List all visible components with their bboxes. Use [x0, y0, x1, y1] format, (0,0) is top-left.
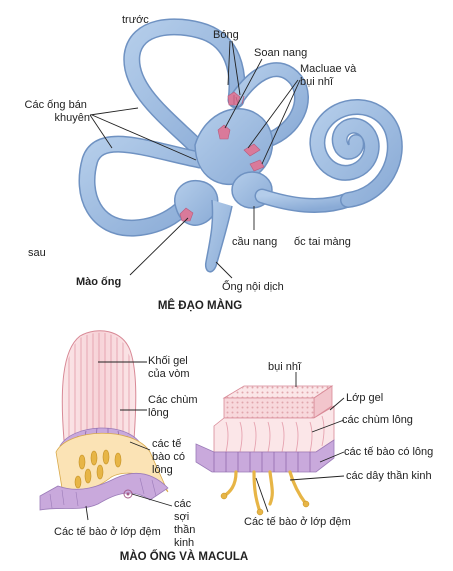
macula-labels: bụi nhĩ Lớp gel các chùm lông các tế bào…	[244, 361, 433, 528]
crista-label-fibers-line1: các	[174, 498, 192, 510]
label-ampulla: Bóng	[213, 29, 239, 41]
macula-label-nerves: các dây thần kinh	[346, 470, 432, 482]
label-canals: Các ống bán khuyên	[25, 99, 90, 124]
crista-label-fibers-line3: thần	[174, 524, 195, 536]
crista-label-fibers-line4: kinh	[174, 537, 194, 549]
crista-label-gel-line2: của vòm	[148, 368, 190, 380]
label-maculae-line2: bụi nhĩ	[300, 76, 334, 88]
sensory-patches	[179, 91, 265, 222]
crista-leader-lines	[85, 361, 173, 521]
crista-label-tufts: Các chùm lông	[148, 394, 201, 419]
macula-nerves	[222, 470, 308, 514]
macula-label-otoconia: bụi nhĩ	[268, 361, 302, 373]
macula	[195, 385, 335, 516]
label-cochlea: ốc tai màng	[294, 236, 351, 248]
crista-label-fibers-line2: sợi	[174, 511, 189, 523]
macula-label-hair-cells: các tế bào có lông	[344, 446, 433, 458]
crista-label-tufts-line2: lông	[148, 407, 169, 419]
label-maculae: Macluae và bụi nhĩ	[300, 63, 359, 88]
crista-label-tufts-line1: Các chùm	[148, 394, 198, 406]
label-saccule: cầu nang	[232, 236, 277, 248]
label-canals-line1: Các ống bán	[25, 99, 87, 111]
label-crista: Mào ống	[76, 276, 121, 288]
crista-label-support: Các tế bào ở lớp đệm	[54, 526, 161, 538]
label-back: sau	[28, 247, 46, 259]
top-leader-lines	[89, 40, 301, 279]
crista-ampullaris	[39, 330, 169, 511]
bottom-title: MÀO ỐNG VÀ MACULA	[120, 549, 248, 563]
label-utricle: Soan nang	[254, 47, 307, 59]
label-canals-line2: khuyên	[55, 112, 90, 124]
macula-label-tufts: các chùm lông	[342, 414, 413, 426]
top-labels: trước sau Bóng Các ống bán khuyên Soan n…	[25, 14, 359, 312]
crista-label-gel-line1: Khối gel	[148, 355, 188, 367]
crista-label-hair-cells-line2: bào có	[152, 451, 185, 463]
macula-leader-lines	[255, 372, 345, 513]
crista-label-hair-cells: các tế bào có lông	[152, 438, 188, 476]
crista-label-hair-cells-line3: lông	[152, 464, 173, 476]
crista-labels: Khối gel của vòm Các chùm lông các tế bà…	[54, 355, 201, 549]
label-front: trước	[122, 14, 149, 26]
crista-support-floor	[39, 473, 169, 511]
top-title: MÊ ĐẠO MÀNG	[158, 299, 242, 312]
crista-label-hair-cells-line1: các tế	[152, 438, 181, 450]
crista-label-gel: Khối gel của vòm	[148, 355, 191, 380]
label-endolymph: Ống nội dịch	[222, 279, 284, 293]
endolymphatic-duct	[204, 199, 233, 273]
macula-hair-cells	[195, 439, 335, 473]
macula-label-support: Các tế bào ở lớp đệm	[244, 516, 351, 528]
crista-nerves	[74, 449, 122, 489]
membranous-labyrinth	[78, 18, 403, 273]
macula-label-gel: Lớp gel	[346, 392, 383, 404]
crista-label-fibers: các sợi thần kinh	[174, 498, 198, 549]
label-maculae-line1: Macluae và	[300, 63, 357, 75]
